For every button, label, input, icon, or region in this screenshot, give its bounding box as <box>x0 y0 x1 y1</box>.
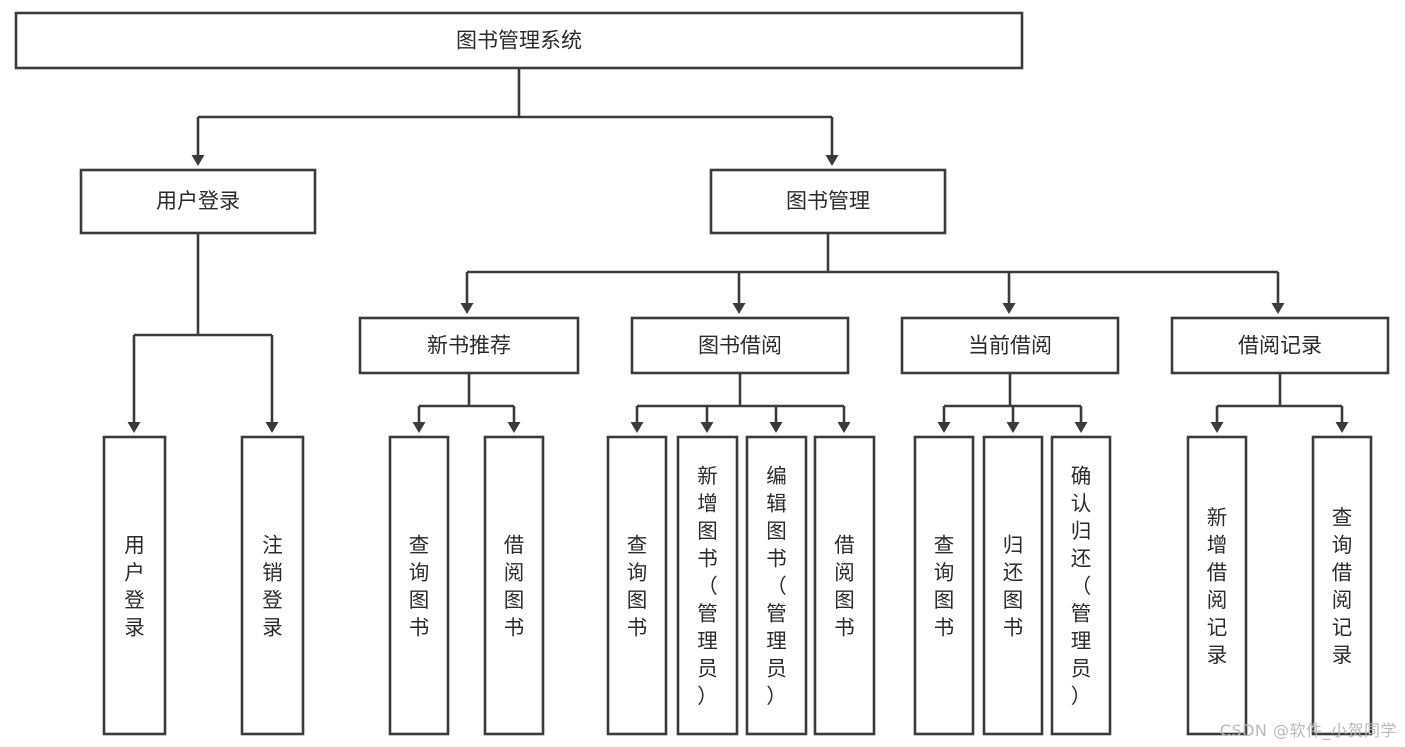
leaf-node[interactable]: 借阅图书 <box>813 435 876 736</box>
node-book-manage-label: 图书管理 <box>786 189 870 213</box>
leaf-node-layer: 用户登录 注销登录 查询图书 借阅图书 查询图书 新增图书（管理员） 编辑图书（管理员） 借阅… <box>102 435 1373 736</box>
leaf-node-label: 注销登录 <box>262 533 283 640</box>
leaf-node-label: 借阅图书 <box>834 533 855 640</box>
leaf-node-label: 查询图书 <box>409 533 430 640</box>
node-book-borrow-label: 图书借阅 <box>698 334 782 358</box>
leaf-node[interactable]: 查询图书 <box>606 435 668 736</box>
leaf-node[interactable]: 用户登录 <box>102 435 167 736</box>
node-book-manage[interactable]: 图书管理 <box>709 168 947 235</box>
connector-bookborrow-to-leaves <box>630 373 851 433</box>
leaf-node[interactable]: 编辑图书（管理员） <box>745 435 808 736</box>
node-new-book-recommend[interactable]: 新书推荐 <box>358 316 580 375</box>
leaf-node[interactable]: 确认归还（管理员） <box>1050 435 1112 736</box>
leaf-node-label: 确认归还（管理员） <box>1071 464 1092 708</box>
node-root-label: 图书管理系统 <box>456 29 582 53</box>
node-root[interactable]: 图书管理系统 <box>14 11 1024 70</box>
leaf-node[interactable]: 查询图书 <box>388 435 450 736</box>
leaf-node[interactable]: 注销登录 <box>240 435 305 736</box>
leaf-node[interactable]: 新增借阅记录 <box>1186 435 1248 736</box>
leaf-node-label: 查询借阅记录 <box>1332 505 1353 667</box>
leaf-node[interactable]: 借阅图书 <box>483 435 545 736</box>
leaf-node[interactable]: 查询图书 <box>913 435 975 736</box>
connector-newbook-to-leaves <box>412 373 521 433</box>
node-user-login-label: 用户登录 <box>156 189 240 213</box>
leaf-node-label: 归还图书 <box>1003 533 1024 640</box>
leaf-node-label: 新增图书（管理员） <box>697 464 718 708</box>
leaf-node-label: 查询图书 <box>627 533 648 640</box>
leaf-node-label: 用户登录 <box>124 533 145 640</box>
leaf-node[interactable]: 归还图书 <box>982 435 1044 736</box>
leaf-node-label: 借阅图书 <box>504 533 525 640</box>
leaf-node-label: 编辑图书（管理员） <box>766 464 787 708</box>
leaf-node-label: 新增借阅记录 <box>1207 505 1228 667</box>
node-current-borrow[interactable]: 当前借阅 <box>900 316 1120 375</box>
leaf-node[interactable]: 查询借阅记录 <box>1311 435 1373 736</box>
connector-borrowrecord-to-leaves <box>1210 373 1349 433</box>
node-book-borrow[interactable]: 图书借阅 <box>630 316 850 375</box>
node-new-book-recommend-label: 新书推荐 <box>427 334 511 358</box>
connector-currentborrow-to-leaves <box>937 373 1088 433</box>
leaf-node-label: 查询图书 <box>934 533 955 640</box>
node-user-login[interactable]: 用户登录 <box>79 168 317 235</box>
leaf-node[interactable]: 新增图书（管理员） <box>676 435 739 736</box>
connector-userlogin-to-leaves <box>127 233 279 433</box>
connector-root-to-level2 <box>191 68 839 166</box>
node-current-borrow-label: 当前借阅 <box>968 334 1052 358</box>
connector-bookmanage-to-level3 <box>460 233 1285 314</box>
node-borrow-record[interactable]: 借阅记录 <box>1170 316 1390 375</box>
node-borrow-record-label: 借阅记录 <box>1238 334 1322 358</box>
